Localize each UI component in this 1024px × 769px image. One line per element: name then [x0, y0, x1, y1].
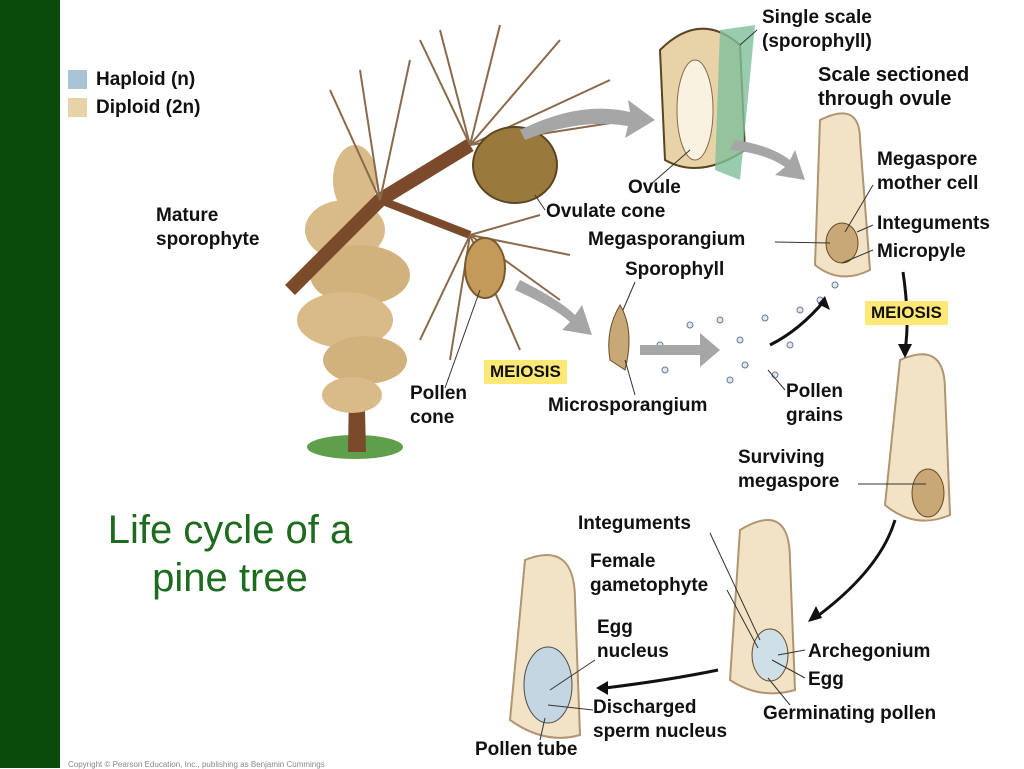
label-integuments-bottom: Integuments: [578, 513, 691, 534]
label-pollen-tube: Pollen tube: [475, 739, 578, 760]
pollen-grains-drawing: [656, 281, 839, 384]
label-female-gametophyte-1: Female: [590, 551, 656, 572]
green-sidebar: [0, 0, 60, 768]
label-egg-nucleus-1: Egg: [597, 617, 633, 638]
label-discharged-1: Discharged: [593, 697, 697, 718]
label-germinating-pollen: Germinating pollen: [763, 703, 937, 724]
slide-title: Life cycle of a pine tree: [70, 506, 390, 602]
megasporangium-drawing: [825, 222, 859, 264]
label-pollen-grains-1: Pollen: [786, 381, 844, 402]
label-surviving-1: Surviving: [738, 447, 825, 468]
label-single-scale-2: (sporophyll): [762, 31, 872, 52]
label-female-gametophyte-2: gametophyte: [590, 575, 709, 596]
label-pollen-grains-2: grains: [786, 405, 844, 426]
label-pollen-cone-1: Pollen: [410, 383, 468, 404]
egg-drawing: [523, 646, 573, 724]
label-micropyle: Micropyle: [877, 241, 966, 262]
label-mature-sporophyte-1: Mature: [156, 205, 219, 226]
single-scale-drawing: [658, 25, 755, 180]
label-megaspore-mother-2: mother cell: [877, 173, 979, 194]
mature-sporophyte-tree: [297, 145, 410, 459]
label-megaspore-mother-1: Megaspore: [877, 149, 978, 170]
label-egg-nucleus-2: nucleus: [597, 641, 669, 662]
pollen-cone-drawing: [464, 237, 506, 299]
label-ovulate-cone: Ovulate cone: [546, 201, 666, 222]
label-sporophyll: Sporophyll: [625, 259, 725, 280]
label-mature-sporophyte-2: sporophyte: [156, 229, 260, 250]
label-surviving-2: megaspore: [738, 471, 840, 492]
surviving-megaspore-drawing: [911, 468, 945, 518]
legend-haploid: Haploid (n): [96, 69, 196, 90]
label-discharged-2: sperm nucleus: [593, 721, 728, 742]
label-scale-sectioned-1: Scale sectioned: [818, 64, 970, 86]
diploid-swatch: [68, 98, 87, 117]
label-megasporangium: Megasporangium: [588, 229, 746, 250]
legend-diploid: Diploid (2n): [96, 97, 201, 118]
label-egg: Egg: [808, 669, 844, 690]
haploid-swatch: [68, 70, 87, 89]
label-integuments-top: Integuments: [877, 213, 990, 234]
label-single-scale-1: Single scale: [762, 7, 872, 28]
leader-lines: [444, 29, 926, 741]
gray-arrows: [515, 100, 805, 367]
ovulate-cone-drawing: [472, 126, 558, 204]
slide-title-line1: Life cycle of a: [107, 508, 353, 552]
label-ovule: Ovule: [628, 177, 681, 198]
meiosis-badge-right: MEIOSIS: [865, 301, 948, 325]
slide-title-line2: pine tree: [152, 556, 308, 600]
sporophyll-drawing: [608, 304, 630, 371]
label-archegonium: Archegonium: [808, 641, 931, 662]
label-microsporangium: Microsporangium: [548, 395, 708, 416]
label-pollen-cone-2: cone: [410, 407, 455, 428]
copyright-footer: Copyright © Pearson Education, Inc., pub…: [68, 760, 325, 769]
label-scale-sectioned-2: through ovule: [818, 88, 952, 110]
meiosis-badge-left: MEIOSIS: [484, 360, 567, 384]
arrow-heads: [596, 296, 912, 695]
female-gametophyte-drawing: [751, 628, 789, 682]
